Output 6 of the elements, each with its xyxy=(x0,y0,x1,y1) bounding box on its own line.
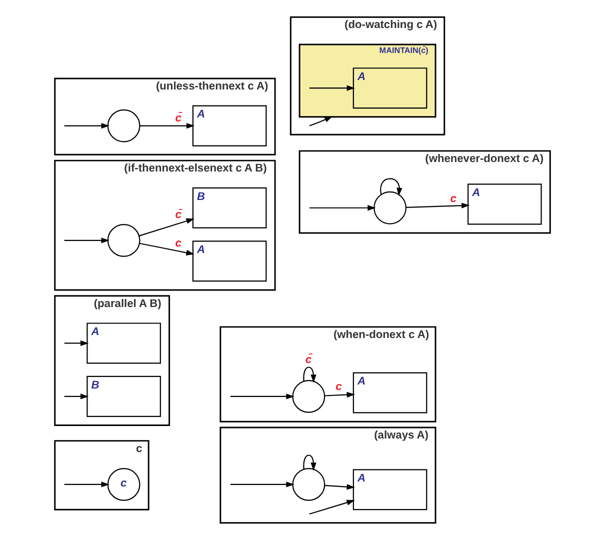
edge-label: c xyxy=(335,380,342,393)
edge-label: c̄ xyxy=(304,354,312,366)
edge-label: c̄ xyxy=(174,209,181,222)
edge-label: c xyxy=(450,192,456,205)
edge-label: c̄ xyxy=(174,112,181,124)
edge-label: c xyxy=(174,237,181,250)
